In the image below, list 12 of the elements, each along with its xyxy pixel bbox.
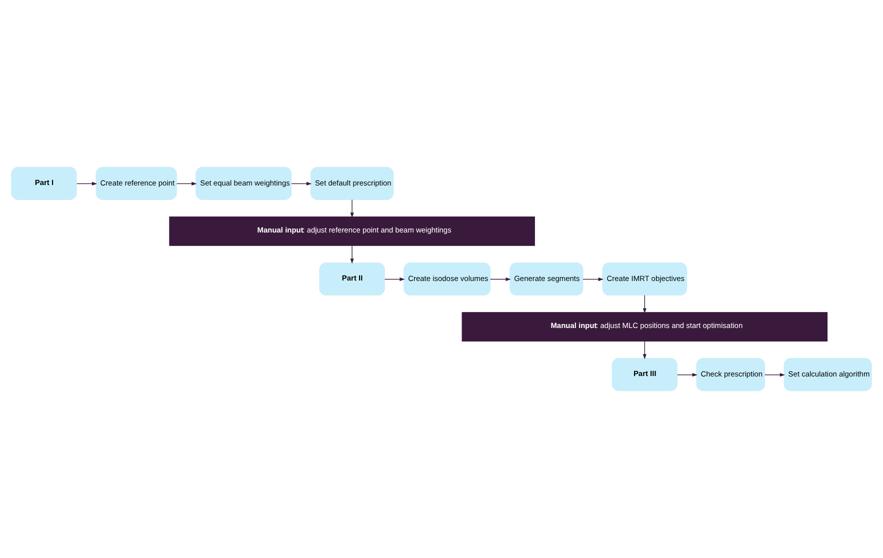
arrow bbox=[291, 182, 312, 186]
arrow bbox=[350, 199, 354, 218]
arrow bbox=[677, 373, 698, 377]
arrow bbox=[642, 341, 646, 360]
arrow bbox=[350, 245, 354, 264]
arrow bbox=[176, 182, 197, 186]
arrow bbox=[76, 182, 98, 186]
arrow bbox=[764, 373, 786, 377]
arrow bbox=[642, 294, 646, 314]
arrow bbox=[490, 277, 511, 282]
arrow bbox=[582, 277, 604, 282]
arrow bbox=[384, 277, 405, 282]
